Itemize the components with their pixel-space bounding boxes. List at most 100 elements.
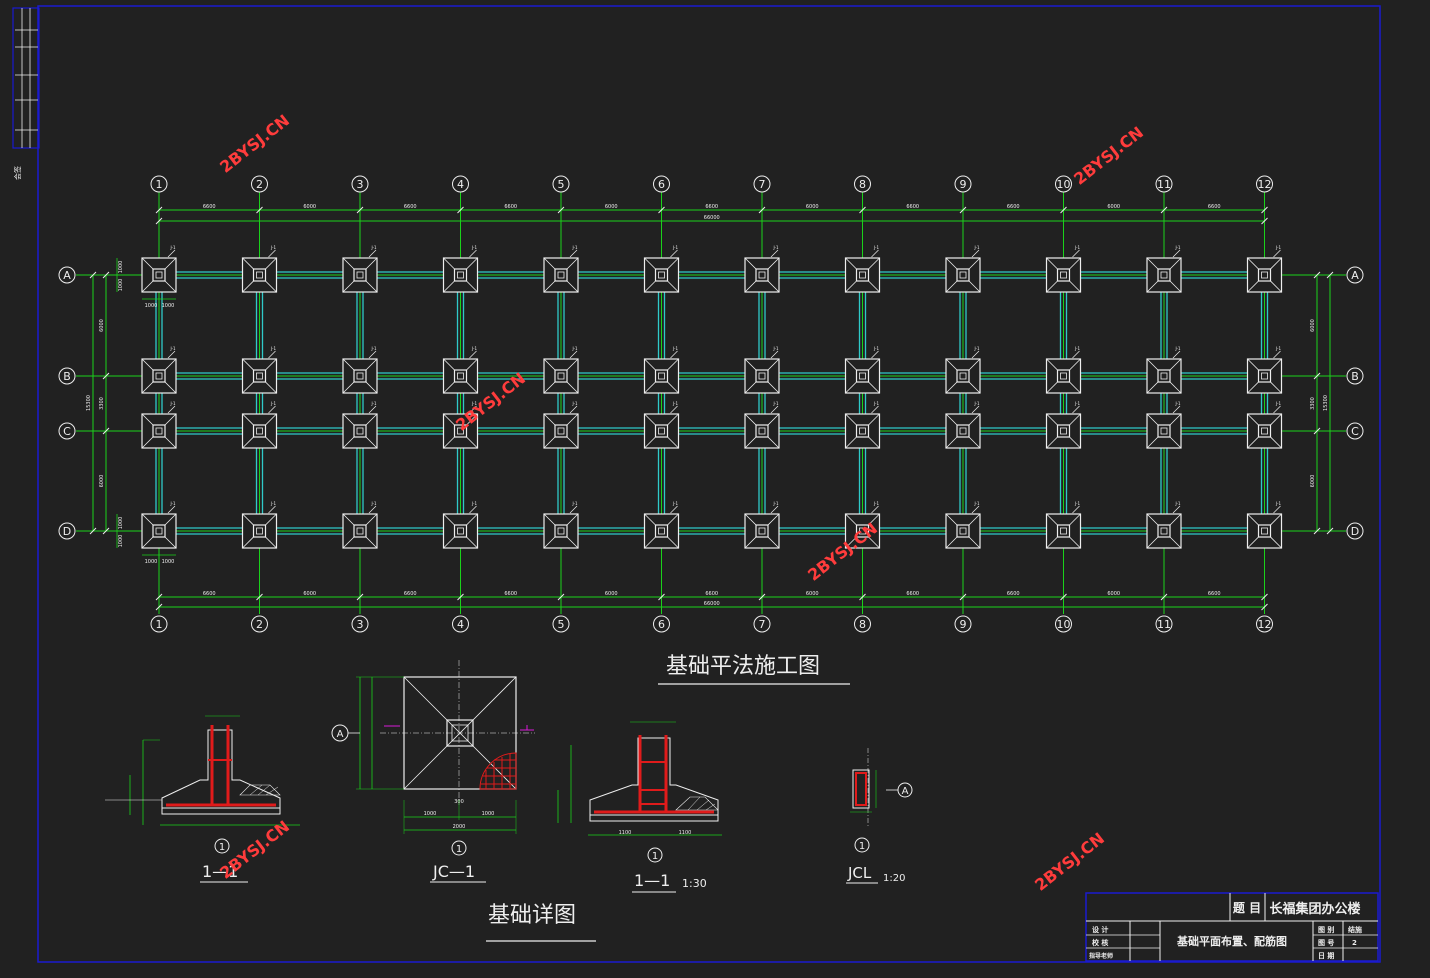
axis-bottom-10: 10: [1055, 615, 1072, 633]
dim-tick: [959, 593, 967, 601]
footing-A4: J-1: [442, 245, 479, 293]
footing-dim-text: 1000: [118, 535, 124, 548]
section-right-label: 1—1: [634, 871, 670, 890]
axis-top-10-label: 10: [1057, 178, 1071, 191]
column-core: [256, 271, 263, 279]
column-pier: [956, 369, 970, 383]
jcl-scale: 1:20: [883, 873, 905, 884]
dim-tick: [1326, 527, 1334, 535]
footing-A10: J-1: [1045, 245, 1082, 293]
footing-leader: [569, 350, 578, 359]
footing-leader: [569, 249, 578, 258]
footing-tag: J-1: [1174, 401, 1180, 406]
column-pier: [353, 369, 367, 383]
footing-leader: [670, 505, 678, 514]
row-checker: 校 核: [1092, 938, 1108, 947]
column-core: [457, 427, 464, 435]
row-designer: 设 计: [1092, 925, 1108, 934]
axis-top-12: 12: [1256, 175, 1273, 193]
footing-tag: J-1: [1074, 401, 1080, 406]
jc1-dim-bottom-left: 1000: [424, 811, 437, 817]
footing-leader: [770, 350, 779, 359]
footing-dim-text: 1000: [118, 517, 124, 530]
dim-tick: [1261, 603, 1268, 611]
dim-tick: [102, 372, 110, 380]
side-label: 会签: [13, 166, 22, 180]
dim-tick: [859, 206, 866, 214]
dim-tick: [859, 593, 866, 601]
dim-tick: [1313, 527, 1321, 535]
dim-span-top-7: 6000: [806, 204, 819, 210]
footing-dim-text: 1000: [162, 303, 175, 309]
column-core: [658, 372, 665, 380]
jcl-axis-marker: A: [902, 786, 909, 797]
column-core: [256, 372, 263, 380]
footing-leader: [368, 350, 377, 359]
column-pier: [654, 268, 669, 282]
section-right-marker: 1: [652, 851, 658, 862]
footing-B3: J-1: [342, 346, 378, 394]
column-core: [356, 372, 364, 380]
footing-B5: J-1: [543, 346, 579, 394]
column-pier: [353, 424, 367, 438]
column-pier: [1257, 524, 1272, 538]
column-core: [557, 427, 565, 435]
footing-tag: J-1: [169, 501, 175, 506]
axis-top-9-circle: [954, 175, 972, 193]
axis-left-C-label: C: [63, 425, 71, 438]
column-core: [1060, 427, 1067, 435]
axis-left-D: D: [58, 522, 76, 540]
dim-tick: [1261, 217, 1268, 225]
footing-C10: J-1: [1045, 401, 1082, 449]
row-type-val: 结施: [1347, 925, 1362, 934]
axis-left-D-label: D: [63, 525, 71, 538]
footing-dim-text: 1000: [118, 261, 124, 274]
column-core: [155, 427, 163, 435]
axis-top-7-label: 7: [759, 178, 766, 191]
dim-tick: [658, 593, 665, 601]
detail-jcl: A 1 JCL 1:20: [846, 748, 913, 884]
footing-leader: [268, 405, 276, 414]
column-pier: [554, 424, 568, 438]
axis-top-10: 10: [1055, 175, 1072, 193]
footing-tag: J-1: [672, 401, 678, 406]
footing-leader: [268, 249, 276, 258]
section-1-1-right: 1100 1100 1 1—1 1:30: [557, 721, 722, 893]
footing-leader: [1172, 505, 1181, 514]
column-pier: [252, 369, 267, 383]
dim-side-left-3: 6000: [99, 475, 105, 488]
axis-left-B-label: B: [63, 370, 71, 383]
column-core: [1160, 271, 1168, 279]
dim-tick: [1313, 427, 1321, 435]
footing-tag: J-1: [270, 501, 276, 506]
column-core: [457, 271, 464, 279]
axis-bottom-5-label: 5: [558, 618, 565, 631]
footing-leader: [670, 249, 678, 258]
footing-tag: J-1: [370, 245, 376, 250]
dim-tick: [1313, 271, 1321, 279]
footing-D2: J-1: [241, 501, 278, 549]
axis-bottom-2-label: 2: [256, 618, 263, 631]
dim-tick: [102, 427, 110, 435]
axis-top-1-label: 1: [156, 178, 163, 191]
axis-top-4-circle: [452, 175, 469, 193]
section-right-dim-left: 1100: [619, 830, 632, 836]
footing-leader: [1273, 350, 1281, 359]
dim-side-overall-left: 15300: [86, 395, 92, 411]
column-pier: [1157, 524, 1171, 538]
footing-dim-text: 1000: [145, 559, 158, 565]
axis-bottom-10-circle: [1055, 615, 1072, 633]
axis-right-D-circle: [1346, 522, 1364, 540]
column-pier: [855, 268, 870, 282]
column-core: [859, 372, 866, 380]
axis-right-A-label: A: [1351, 269, 1359, 282]
footing-tag: J-1: [571, 346, 577, 351]
column-pier: [755, 268, 769, 282]
axis-bottom-1: 1: [150, 615, 168, 633]
axis-top-6-label: 6: [658, 178, 665, 191]
footing-D5: J-1: [543, 501, 579, 549]
footing-tag: J-1: [873, 346, 879, 351]
column-core: [457, 372, 464, 380]
footing-leader: [770, 505, 779, 514]
column-pier: [1056, 424, 1071, 438]
